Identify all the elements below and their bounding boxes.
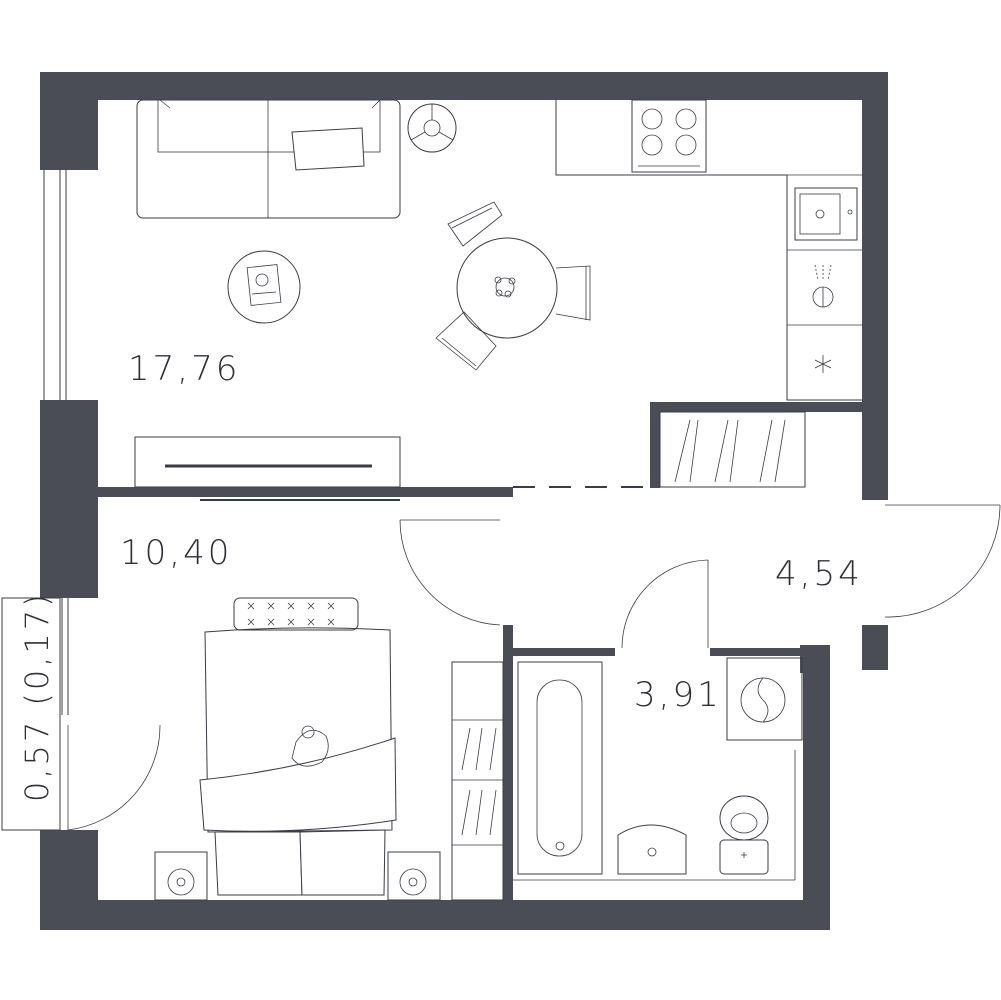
area-label-bedroom: 10,40: [120, 533, 232, 573]
floor-lamp-icon: [407, 103, 457, 153]
interior-walls: [98, 402, 862, 910]
tv-stand: [134, 436, 401, 501]
bathtub-icon: [517, 661, 603, 875]
sofa: [136, 99, 401, 219]
washing-machine-icon: [726, 657, 803, 741]
balcony: [1, 597, 161, 831]
bedroom-wardrobe: [451, 661, 504, 901]
nightstand-right: [387, 851, 441, 901]
snowflake-icon: [814, 355, 832, 373]
stove-icon: [631, 99, 707, 173]
kitchen-sink-icon: [794, 187, 858, 241]
area-label-hallway: 4,54: [775, 554, 863, 594]
area-label-living-kitchen: 17,76: [128, 349, 240, 389]
bed: [199, 597, 397, 896]
exterior-walls: [40, 72, 888, 930]
doors: [399, 486, 1001, 649]
faucet-icon: [812, 264, 834, 308]
hall-wardrobe: [659, 411, 806, 488]
area-label-bathroom: 3,91: [634, 675, 722, 715]
coffee-table: [227, 250, 301, 324]
area-label-balcony: 0,57 (0,17): [18, 591, 56, 802]
window-left: [40, 170, 98, 400]
kitchen-counter: [555, 100, 862, 401]
dining-table: [435, 201, 591, 371]
bathroom-sink-icon: [617, 824, 687, 875]
nightstand-left: [154, 851, 208, 901]
window-bedroom: [61, 598, 69, 715]
toilet-icon: [719, 795, 769, 875]
bathroom-shelf: [513, 750, 796, 881]
